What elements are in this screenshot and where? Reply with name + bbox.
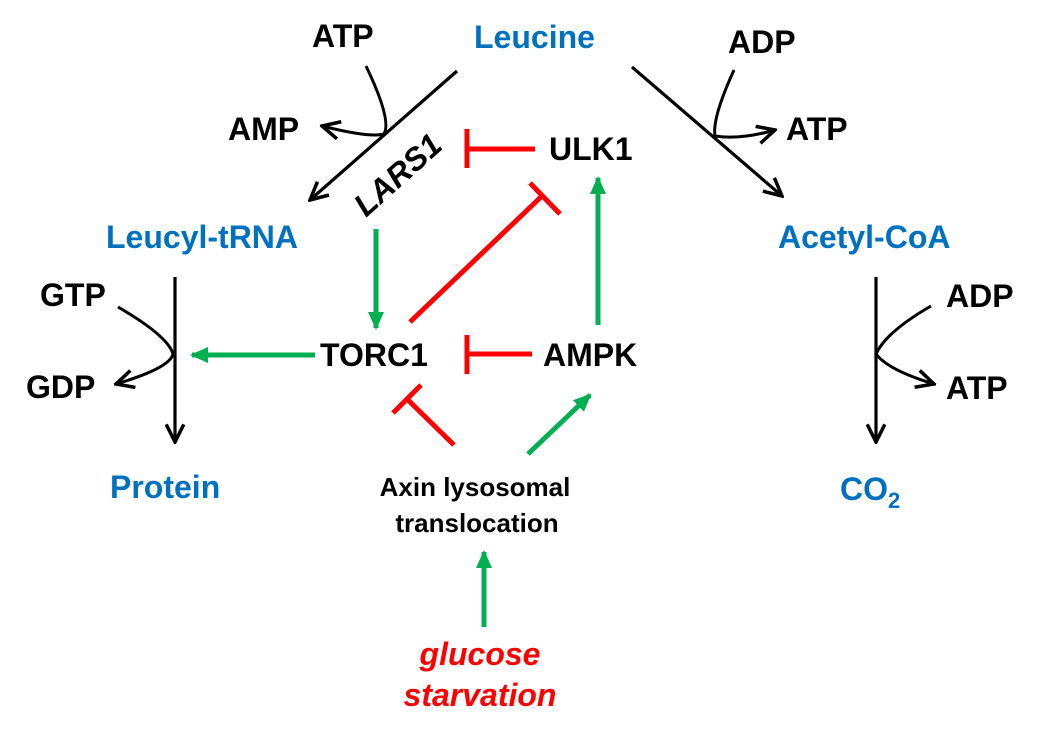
node-axin-line2: translocation <box>395 508 558 538</box>
node-protein: Protein <box>110 469 220 505</box>
node-co2: CO2 <box>840 471 900 513</box>
inhibition-torc1-to-ulk1 <box>408 181 562 324</box>
co2-base: CO <box>840 471 888 507</box>
reaction-leucine-to-acetyl-coa <box>630 65 782 196</box>
cofactor-adp-tca: ADP <box>946 278 1014 314</box>
node-leucyl-trna: Leucyl-tRNA <box>106 219 298 255</box>
cofactor-atp-catab: ATP <box>786 111 848 147</box>
node-torc1: TORC1 <box>320 337 428 373</box>
cofactor-atp-tca: ATP <box>946 370 1008 406</box>
inhibition-axin-to-torc1 <box>391 383 456 447</box>
stimulus-glucose-line1: glucose <box>419 636 541 672</box>
node-leucine: Leucine <box>474 19 595 55</box>
stimulus-glucose-line2: starvation <box>404 677 557 713</box>
cofactor-gtp-transl: GTP <box>40 277 106 313</box>
node-axin-line1: Axin lysosomal <box>380 472 571 502</box>
inhibition-ampk-to-torc1 <box>464 335 532 374</box>
cofactor-curve-adp-atp <box>713 69 775 137</box>
node-acetyl-coa: Acetyl-CoA <box>778 219 950 255</box>
inhibition-ulk1-to-lars1 <box>464 129 535 168</box>
node-ampk: AMPK <box>543 337 637 373</box>
cofactor-curve-atp-amp <box>322 65 388 135</box>
cofactor-adp-catab: ADP <box>728 24 796 60</box>
cofactor-amp-lars1: AMP <box>228 111 299 147</box>
cofactor-curve-gtp-gdp <box>116 305 175 384</box>
cofactor-gdp-transl: GDP <box>26 369 95 405</box>
activation-axin-to-ampk <box>526 393 592 456</box>
co2-subscript: 2 <box>888 488 900 513</box>
node-ulk1: ULK1 <box>549 131 633 167</box>
enzyme-lars1: LARS1 <box>347 126 449 223</box>
cofactor-atp-lars1: ATP <box>312 18 374 54</box>
cofactor-curve-tca-adp-atp <box>874 304 934 384</box>
